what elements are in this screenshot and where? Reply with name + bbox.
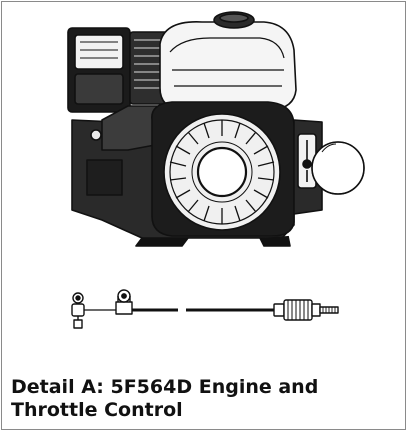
caption-line-2: Throttle Control bbox=[11, 399, 183, 421]
engine-illustration bbox=[67, 11, 365, 247]
figure-caption: Detail A: 5F564D Engine and Throttle Con… bbox=[11, 376, 401, 422]
caption-line-1: Detail A: 5F564D Engine and bbox=[11, 376, 319, 398]
throttle-cable-illustration bbox=[71, 289, 339, 329]
